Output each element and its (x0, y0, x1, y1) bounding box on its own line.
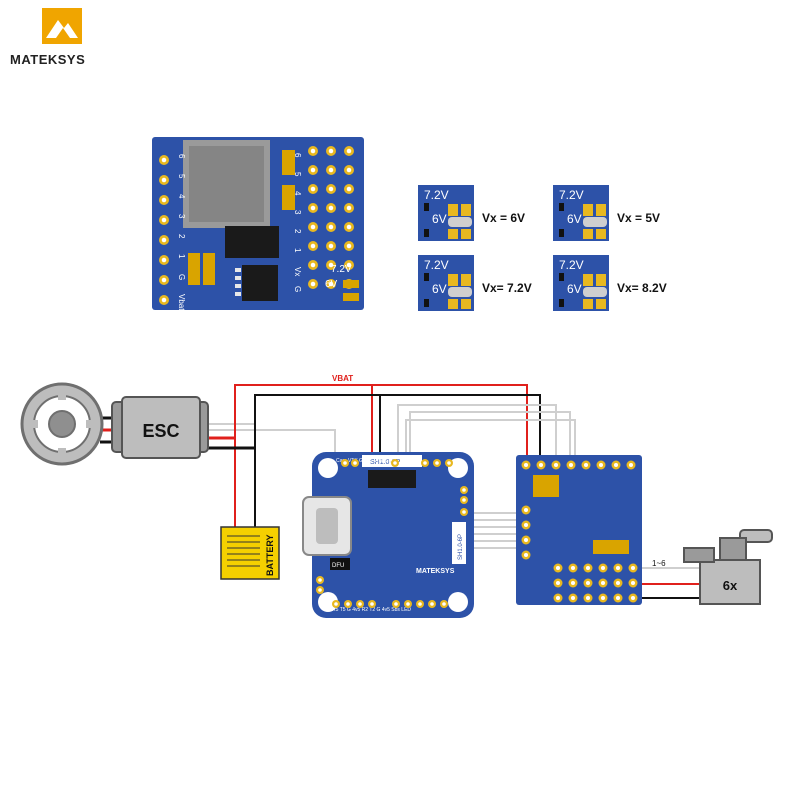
brand-logo: MATEKSYS (10, 8, 120, 67)
vbat-label: VBAT (332, 374, 353, 383)
jumper-pad (461, 274, 471, 286)
servo-range: 1~6 (652, 559, 666, 568)
top-board-left-label: 4 (177, 194, 186, 199)
jumper-vx-label: Vx= 8.2V (617, 281, 667, 295)
jumper-pad (461, 204, 471, 216)
esc-label: ESC (142, 421, 179, 441)
top-board-right-label: 5 (293, 172, 302, 177)
jumper-mid-label: 6V (432, 282, 447, 296)
jumper-bridge (448, 287, 472, 297)
silk-6v: 6V (325, 279, 338, 290)
top-board-left-label: 3 (177, 214, 186, 219)
brand-name: MATEKSYS (10, 52, 86, 67)
jumper-panels: 7.2V 6V Vx = 6V 7.2V 6V Vx = 5V 7.2V 6V Vx= 7.2V… (418, 185, 667, 311)
fc-brand: MATEKSYS (416, 568, 455, 575)
top-board-right-label: 3 (293, 210, 302, 215)
top-board-left-label: 1 (177, 254, 186, 259)
esc: ESC (111, 396, 209, 459)
top-board-left-label: 6 (177, 154, 186, 159)
jumper-pad (461, 299, 471, 309)
connector-side-label: SH1.0-6P (458, 534, 464, 560)
jumper-mid-label: 6V (432, 212, 447, 226)
connector-label: SH1.0-8P (370, 459, 401, 466)
jumper-bridge (583, 287, 607, 297)
jumper-resistor (559, 299, 564, 307)
jumper-resistor (424, 203, 429, 211)
top-board-right-label: 2 (293, 229, 302, 234)
jumper-pad (596, 299, 606, 309)
top-board-left-label: 2 (177, 234, 186, 239)
jumper-pad (583, 229, 593, 239)
jumper-top-label: 7.2V (559, 258, 584, 272)
jumper-resistor (424, 299, 429, 307)
jumper-panel: 7.2V 6V Vx = 5V (553, 185, 660, 241)
top-board-left-label: 5 (177, 174, 186, 179)
jumper-pad (448, 204, 458, 216)
jumper-pad (596, 229, 606, 239)
jumper-panel: 7.2V 6V Vx = 6V (418, 185, 525, 241)
motor (20, 382, 104, 466)
servo-board (516, 455, 642, 605)
jumper-resistor (424, 229, 429, 237)
servo-count: 6x (723, 578, 738, 593)
battery-label: BATTERY (265, 535, 275, 577)
jumper-panel: 7.2V 6V Vx= 7.2V (418, 255, 532, 311)
fc-bottom-pins: R5 T5 G 4v5 R2 T2 G 4v5 Sbs LED (332, 607, 411, 613)
regulator-chip (225, 226, 279, 258)
jumper-vx-label: Vx= 7.2V (482, 281, 532, 295)
battery: BATTERY (220, 526, 280, 580)
jumper-mid-label: 6V (567, 212, 582, 226)
jumper-vx-label: Vx = 6V (482, 211, 525, 225)
top-board-right-label: Vx (293, 267, 302, 276)
jumper-pad (583, 274, 593, 286)
jumper-resistor (559, 203, 564, 211)
top-board-left-label: G (177, 274, 186, 280)
jumper-pad (448, 229, 458, 239)
jumper-resistor (559, 273, 564, 281)
jumper-top-label: 7.2V (424, 258, 449, 272)
jumper-vx-label: Vx = 5V (617, 211, 660, 225)
jumper-pad (596, 274, 606, 286)
jumper-pad (583, 204, 593, 216)
jumper-pad (461, 229, 471, 239)
fc-top-pins: Cam VTX G 4v5 Vbat SDA (336, 458, 396, 464)
jumper-panel: 7.2V 6V Vx= 8.2V (553, 255, 667, 311)
servo-board-pads (521, 460, 638, 603)
jumper-resistor (424, 273, 429, 281)
jumper-bridge (448, 217, 472, 227)
jumper-pad (583, 299, 593, 309)
jumper-top-label: 7.2V (559, 188, 584, 202)
dfu-label: DFU (332, 563, 344, 569)
top-board-left-pads: 6 5 4 3 2 1G Vbat (159, 154, 186, 311)
top-board-right-label: 6 (293, 153, 302, 158)
top-board-right-label: 1 (293, 248, 302, 253)
fc-pads (316, 459, 468, 608)
jumper-pad (448, 274, 458, 286)
silk-7v2: 7.2V (331, 264, 352, 275)
jumper-top-label: 7.2V (424, 188, 449, 202)
mountain-logo-icon (42, 8, 82, 44)
top-board-right-label: 4 (293, 191, 302, 196)
top-board-right-label: G (293, 286, 302, 292)
servo: 6x 1~6 (652, 529, 773, 605)
jumper-pad (448, 299, 458, 309)
top-board-left-label: Vbat (177, 294, 186, 311)
jumper-pad (596, 204, 606, 216)
ic-chip (242, 265, 278, 301)
flight-controller: SH1.0-8P SH1.0-6P MATEKSYS DFU Cam VTX G… (302, 452, 474, 618)
jumper-mid-label: 6V (567, 282, 582, 296)
jumper-resistor (559, 229, 564, 237)
jumper-bridge (583, 217, 607, 227)
